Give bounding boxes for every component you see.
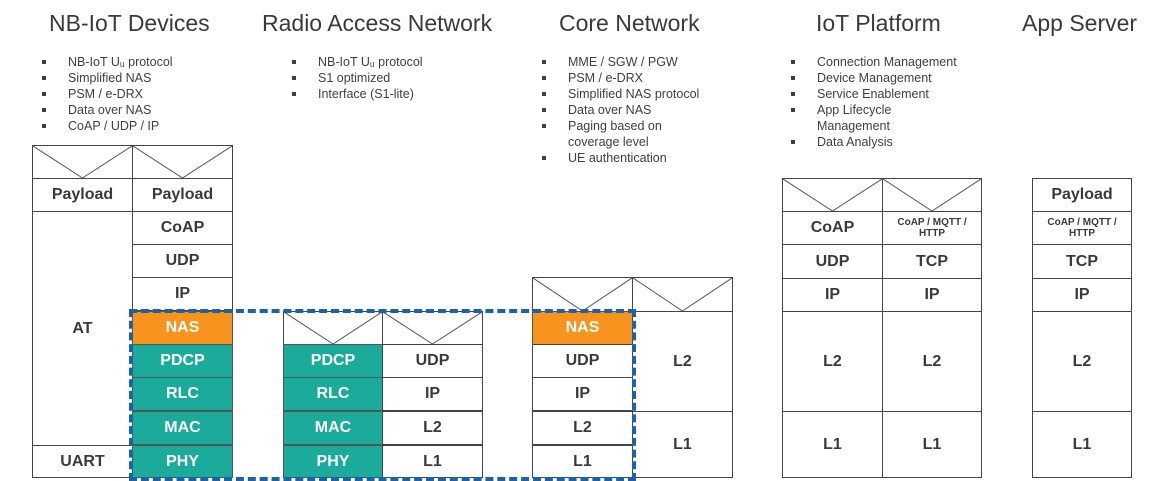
app-payload-layer: Payload bbox=[1032, 178, 1132, 212]
list-item: S1 optimized bbox=[290, 70, 423, 86]
ran-phy-layer: PHY bbox=[283, 445, 383, 478]
iot-udp-layer: UDP bbox=[782, 244, 883, 279]
ran-bullets: NB-IoT Uᵤ protocol S1 optimized Interfac… bbox=[290, 54, 423, 102]
list-item: Interface (S1-lite) bbox=[290, 86, 423, 102]
list-item: App Lifecycle Management bbox=[789, 102, 922, 134]
iot-coap-layer: CoAP bbox=[782, 211, 883, 245]
device-coap-layer: CoAP bbox=[132, 211, 233, 245]
device-uart-layer: UART bbox=[32, 445, 133, 478]
empty-cross-cell bbox=[532, 277, 633, 312]
core-nas-layer: NAS bbox=[532, 311, 633, 345]
device-ip-layer: IP bbox=[132, 277, 233, 311]
core-title: Core Network bbox=[559, 10, 700, 36]
devices-bullets: NB-IoT Uᵤ protocol Simplified NAS PSM / … bbox=[40, 54, 173, 134]
device-mac-layer: MAC bbox=[132, 411, 233, 445]
list-item: Device Management bbox=[789, 70, 957, 86]
empty-cross-cell bbox=[782, 178, 883, 212]
core-right-l2-layer: L2 bbox=[632, 311, 733, 412]
core-ip-layer: IP bbox=[532, 377, 633, 411]
nb-iot-highlight-box bbox=[129, 309, 636, 481]
list-item: Simplified NAS bbox=[40, 70, 173, 86]
list-item: NB-IoT Uᵤ protocol bbox=[290, 54, 423, 70]
device-nas-layer: NAS bbox=[132, 311, 233, 345]
devices-title: NB-IoT Devices bbox=[49, 10, 210, 36]
ran-l1-layer: L1 bbox=[382, 445, 483, 478]
ran-pdcp-layer: PDCP bbox=[283, 344, 383, 378]
core-bullets: MME / SGW / PGW PSM / e-DRX Simplified N… bbox=[540, 54, 740, 166]
empty-cross-cell bbox=[32, 145, 133, 179]
device-rlc-layer: RLC bbox=[132, 377, 233, 411]
list-item: Paging based on coverage level bbox=[540, 118, 678, 150]
iot-bullets: Connection Management Device Management … bbox=[789, 54, 957, 150]
ran-udp-layer: UDP bbox=[382, 344, 483, 378]
app-l1-layer: L1 bbox=[1032, 411, 1132, 478]
list-item: Data over NAS bbox=[40, 102, 173, 118]
ran-title: Radio Access Network bbox=[262, 10, 493, 36]
core-l2-layer: L2 bbox=[532, 411, 633, 445]
device-payload-right: Payload bbox=[132, 178, 233, 212]
ran-rlc-layer: RLC bbox=[283, 377, 383, 411]
list-item: PSM / e-DRX bbox=[540, 70, 740, 86]
app-tcp-layer: TCP bbox=[1032, 244, 1132, 279]
ran-ip-layer: IP bbox=[382, 377, 483, 411]
list-item: Connection Management bbox=[789, 54, 957, 70]
device-payload-left: Payload bbox=[32, 178, 133, 212]
iot-right-ip-layer: IP bbox=[882, 278, 982, 312]
empty-cross-cell bbox=[632, 277, 733, 312]
list-item: Service Enablement bbox=[789, 86, 957, 102]
app-server-title: App Server bbox=[1022, 10, 1138, 36]
iot-tcp-layer: TCP bbox=[882, 244, 982, 279]
ran-mac-layer: MAC bbox=[283, 411, 383, 445]
app-ip-layer: IP bbox=[1032, 278, 1132, 312]
list-item: CoAP / UDP / IP bbox=[40, 118, 173, 134]
iot-right-l2-layer: L2 bbox=[882, 311, 982, 412]
iot-l2-layer: L2 bbox=[782, 311, 883, 412]
empty-cross-cell bbox=[882, 178, 982, 212]
empty-cross-cell bbox=[382, 311, 483, 345]
device-udp-layer: UDP bbox=[132, 244, 233, 278]
list-item: PSM / e-DRX bbox=[40, 86, 173, 102]
app-l2-layer: L2 bbox=[1032, 311, 1132, 412]
ran-l2-layer: L2 bbox=[382, 411, 483, 445]
iot-right-l1-layer: L1 bbox=[882, 411, 982, 478]
device-at-layer: AT bbox=[32, 211, 133, 446]
list-item: Data Analysis bbox=[789, 134, 957, 150]
core-right-l1-layer: L1 bbox=[632, 411, 733, 478]
empty-cross-cell bbox=[132, 145, 233, 179]
iot-platform-title: IoT Platform bbox=[816, 10, 941, 36]
list-item: NB-IoT Uᵤ protocol bbox=[40, 54, 173, 70]
list-item: UE authentication bbox=[540, 150, 740, 166]
list-item: MME / SGW / PGW bbox=[540, 54, 740, 70]
app-coap-mqtt-http-layer: CoAP / MQTT / HTTP bbox=[1032, 211, 1132, 245]
device-phy-layer: PHY bbox=[132, 445, 233, 478]
iot-l1-layer: L1 bbox=[782, 411, 883, 478]
list-item: Data over NAS bbox=[540, 102, 740, 118]
list-item: Simplified NAS protocol bbox=[540, 86, 740, 102]
iot-ip-layer: IP bbox=[782, 278, 883, 312]
iot-coap-mqtt-http-layer: CoAP / MQTT / HTTP bbox=[882, 211, 982, 245]
